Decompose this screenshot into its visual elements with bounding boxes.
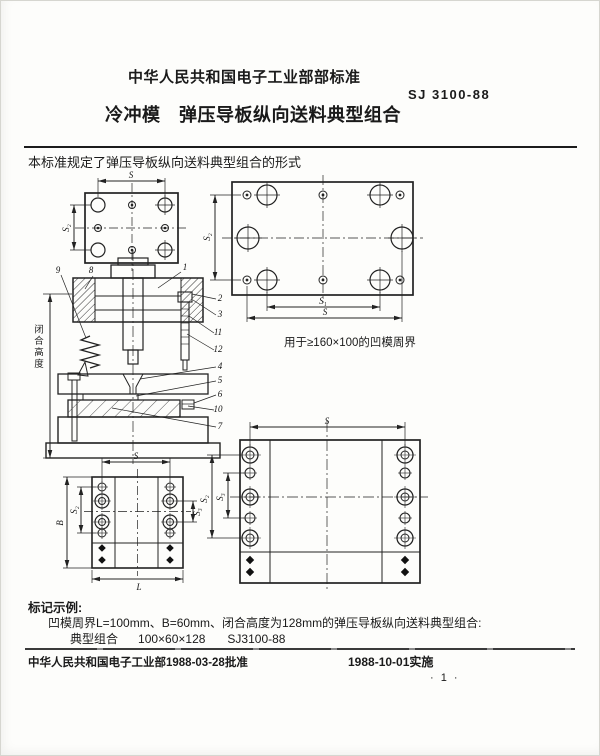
part-label-9: 9 bbox=[56, 265, 61, 275]
authority-line: 中华人民共和国电子工业部部标准 bbox=[128, 69, 361, 86]
implementation-date: 1988-10-01实施 bbox=[348, 655, 434, 669]
figure-bottom-right-plate: S S₂ S₃ bbox=[199, 416, 428, 590]
dim-label-s3: S₃ bbox=[192, 508, 202, 516]
plate-drawing bbox=[70, 178, 187, 271]
dim-label-l: L bbox=[135, 582, 141, 592]
dim-label-s1: S₁ bbox=[319, 296, 327, 306]
designation-code: SJ3100-88 bbox=[227, 632, 286, 646]
part-label-2: 2 bbox=[218, 293, 223, 303]
part-label-8: 8 bbox=[89, 265, 94, 275]
closed-height-label: 闭合高度 bbox=[32, 324, 43, 370]
designation-size: 100×60×128 bbox=[138, 632, 206, 646]
page-number: · 1 · bbox=[430, 672, 460, 684]
header-rule bbox=[24, 146, 577, 148]
marking-example-heading: 标记示例: bbox=[28, 601, 83, 615]
marking-example-description: 凹模周界L=100mm、B=60mm、闭合高度为128mm的弹压导板纵向送料典型… bbox=[48, 616, 482, 630]
part-label-5: 5 bbox=[218, 375, 223, 385]
dim-label-s2: S₂ bbox=[69, 506, 79, 514]
part-label-10: 10 bbox=[214, 404, 224, 414]
figure-section-view: 9 8 1 2 3 11 12 4 5 6 10 7 bbox=[43, 250, 223, 464]
marking-example-designation: 典型组合 100×60×128 SJ3100-88 bbox=[70, 630, 285, 647]
dim-label-s: S bbox=[325, 416, 330, 426]
plate-drawing bbox=[207, 421, 428, 590]
approval-line: 中华人民共和国电子工业部1988-03-28批准 bbox=[28, 657, 248, 669]
section-drawing bbox=[43, 250, 221, 464]
dim-label-s2: S₂ bbox=[202, 233, 212, 241]
dim-label-b: B bbox=[55, 520, 65, 526]
scope-statement: 本标准规定了弹压导板纵向送料典型组合的形式 bbox=[28, 155, 302, 170]
part-label-12: 12 bbox=[214, 344, 224, 354]
part-label-7: 7 bbox=[218, 421, 223, 431]
part-label-11: 11 bbox=[214, 327, 222, 337]
dim-label-s2: S₂ bbox=[199, 495, 209, 503]
figure-top-right-plate: S₁ S S₂ bbox=[202, 175, 423, 322]
footer-divider bbox=[25, 648, 575, 650]
dim-label-s: S bbox=[323, 307, 328, 317]
plate-drawing bbox=[63, 458, 197, 583]
part-label-6: 6 bbox=[218, 389, 223, 399]
page-title: 冷冲模 弹压导板纵向送料典型组合 bbox=[105, 105, 401, 125]
figure-caption: 用于≥160×100的凹模周界 bbox=[284, 337, 416, 349]
part-label-4: 4 bbox=[218, 361, 223, 371]
figure-bottom-left-plate: S B S₂ S₃ L bbox=[55, 451, 202, 592]
figure-top-left-plate: S S₂ bbox=[61, 170, 187, 271]
designation-label: 典型组合 bbox=[70, 632, 119, 646]
plate-drawing bbox=[210, 175, 423, 322]
dim-label-s2: S₂ bbox=[61, 224, 71, 232]
dim-label-s: S bbox=[129, 170, 134, 180]
part-label-1: 1 bbox=[183, 262, 188, 272]
dim-label-s3: S₃ bbox=[215, 493, 225, 501]
part-label-3: 3 bbox=[217, 309, 223, 319]
part-numbers: 9 8 1 2 3 11 12 4 5 6 10 7 bbox=[56, 262, 223, 431]
dim-label-s: S bbox=[134, 451, 139, 461]
standard-number: SJ 3100-88 bbox=[408, 87, 491, 102]
